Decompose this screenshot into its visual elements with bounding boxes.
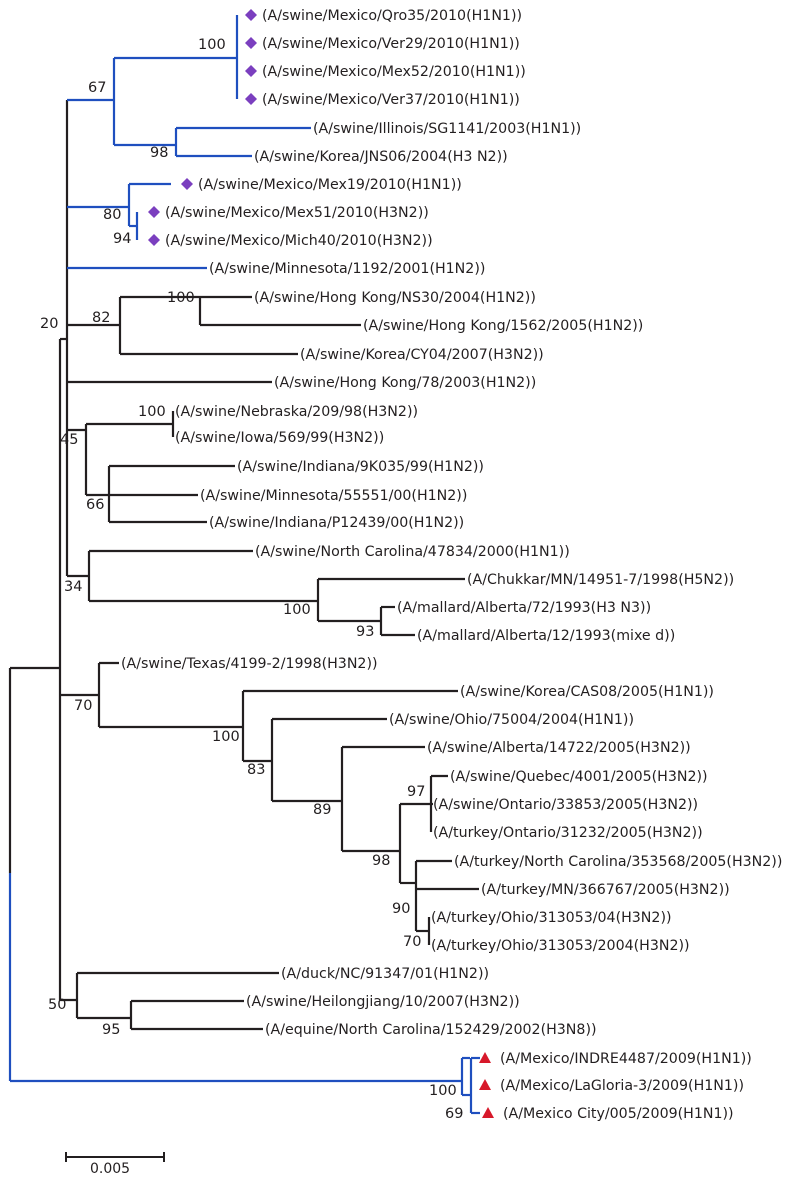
bootstrap-value: 100 bbox=[167, 290, 195, 306]
taxon-label: (A/swine/Mexico/Ver37/2010(H1N1)) bbox=[262, 92, 520, 108]
taxon-label: (A/swine/Minnesota/55551/00(H1N2)) bbox=[200, 488, 467, 504]
bootstrap-value: 82 bbox=[92, 310, 110, 326]
bootstrap-value: 95 bbox=[102, 1022, 120, 1038]
taxon-label: (A/swine/Indiana/9K035/99(H1N2)) bbox=[237, 459, 484, 475]
taxon-label: (A/swine/Mexico/Mex51/2010(H3N2)) bbox=[165, 205, 429, 221]
taxon-label: (A/Mexico City/005/2009(H1N1)) bbox=[503, 1106, 734, 1122]
bootstrap-value: 100 bbox=[283, 602, 311, 618]
diamond-marker-icon bbox=[181, 178, 193, 190]
taxon-label: (A/turkey/Ohio/313053/2004(H3N2)) bbox=[431, 938, 690, 954]
taxon-label: (A/equine/North Carolina/152429/2002(H3N… bbox=[265, 1022, 597, 1038]
triangle-marker-icon bbox=[482, 1107, 494, 1118]
bootstrap-value: 94 bbox=[113, 231, 131, 247]
bootstrap-value: 66 bbox=[86, 497, 104, 513]
bootstrap-value: 90 bbox=[392, 901, 410, 917]
bootstrap-value: 100 bbox=[212, 729, 240, 745]
bootstrap-value: 100 bbox=[429, 1083, 457, 1099]
taxon-label: (A/swine/Illinois/SG1141/2003(H1N1)) bbox=[313, 121, 581, 137]
diamond-marker-icon bbox=[245, 9, 257, 21]
diamond-marker-icon bbox=[245, 65, 257, 77]
taxon-label: (A/swine/Indiana/P12439/00(H1N2)) bbox=[209, 515, 464, 531]
taxon-label: (A/mallard/Alberta/12/1993(mixe d)) bbox=[417, 628, 675, 644]
taxon-label: (A/Mexico/LaGloria-3/2009(H1N1)) bbox=[500, 1078, 744, 1094]
taxon-label: (A/turkey/MN/366767/2005(H3N2)) bbox=[481, 882, 730, 898]
taxon-label: (A/duck/NC/91347/01(H1N2)) bbox=[281, 966, 489, 982]
taxon-label: (A/swine/Alberta/14722/2005(H3N2)) bbox=[427, 740, 691, 756]
taxon-label: (A/swine/North Carolina/47834/2000(H1N1)… bbox=[255, 544, 570, 560]
bootstrap-value: 80 bbox=[103, 207, 121, 223]
taxon-labels: (A/swine/Mexico/Qro35/2010(H1N1)) (A/swin… bbox=[121, 8, 782, 1122]
taxon-label: (A/turkey/Ontario/31232/2005(H3N2)) bbox=[433, 825, 703, 841]
bootstrap-value: 45 bbox=[60, 432, 78, 448]
taxon-label: (A/swine/Korea/CAS08/2005(H1N1)) bbox=[460, 684, 714, 700]
bootstrap-value: 93 bbox=[356, 624, 374, 640]
bootstrap-value: 69 bbox=[445, 1106, 463, 1122]
bootstrap-labels: 100 67 98 80 94 20 82 100 100 45 66 34 100 93 70 100 83 8… bbox=[40, 37, 463, 1122]
diamond-marker-icon bbox=[245, 37, 257, 49]
taxon-label: (A/swine/Korea/JNS06/2004(H3 N2)) bbox=[254, 149, 508, 165]
bootstrap-value: 70 bbox=[403, 934, 421, 950]
taxon-label: (A/swine/Ohio/75004/2004(H1N1)) bbox=[389, 712, 634, 728]
taxon-label: (A/swine/Minnesota/1192/2001(H1N2)) bbox=[209, 261, 485, 277]
diamond-marker-icon bbox=[148, 206, 160, 218]
taxon-label: (A/Mexico/INDRE4487/2009(H1N1)) bbox=[500, 1051, 752, 1067]
taxon-label: (A/swine/Mexico/Mich40/2010(H3N2)) bbox=[165, 233, 433, 249]
bootstrap-value: 67 bbox=[88, 80, 106, 96]
bootstrap-value: 83 bbox=[247, 762, 265, 778]
taxon-label: (A/swine/Ontario/33853/2005(H3N2)) bbox=[433, 797, 698, 813]
taxon-label: (A/swine/Mexico/Ver29/2010(H1N1)) bbox=[262, 36, 520, 52]
triangle-marker-icon bbox=[479, 1079, 491, 1090]
bootstrap-value: 70 bbox=[74, 698, 92, 714]
taxon-label: (A/swine/Heilongjiang/10/2007(H3N2)) bbox=[246, 994, 520, 1010]
taxon-markers bbox=[148, 9, 494, 1118]
taxon-label: (A/swine/Hong Kong/1562/2005(H1N2)) bbox=[363, 318, 643, 334]
bootstrap-value: 34 bbox=[64, 579, 82, 595]
bootstrap-value: 100 bbox=[138, 404, 166, 420]
taxon-label: (A/swine/Mexico/Mex52/2010(H1N1)) bbox=[262, 64, 526, 80]
bootstrap-value: 100 bbox=[198, 37, 226, 53]
taxon-label: (A/swine/Hong Kong/78/2003(H1N2)) bbox=[274, 375, 536, 391]
taxon-label: (A/turkey/Ohio/313053/04(H3N2)) bbox=[431, 910, 672, 926]
bootstrap-value: 97 bbox=[407, 784, 425, 800]
scale-bar-label: 0.005 bbox=[90, 1161, 130, 1177]
diamond-marker-icon bbox=[245, 93, 257, 105]
taxon-label: (A/swine/Korea/CY04/2007(H3N2)) bbox=[300, 347, 544, 363]
taxon-label: (A/swine/Iowa/569/99(H3N2)) bbox=[175, 430, 384, 446]
bootstrap-value: 89 bbox=[313, 802, 331, 818]
bootstrap-value: 98 bbox=[372, 853, 390, 869]
scale-bar: 0.005 bbox=[65, 1152, 165, 1177]
tree-branches bbox=[8, 15, 480, 1115]
taxon-label: (A/mallard/Alberta/72/1993(H3 N3)) bbox=[397, 600, 651, 616]
taxon-label: (A/swine/Nebraska/209/98(H3N2)) bbox=[175, 404, 418, 420]
taxon-label: (A/swine/Mexico/Qro35/2010(H1N1)) bbox=[262, 8, 522, 24]
bootstrap-value: 50 bbox=[48, 997, 66, 1013]
taxon-label: (A/turkey/North Carolina/353568/2005(H3N… bbox=[454, 854, 782, 870]
taxon-label: (A/swine/Hong Kong/NS30/2004(H1N2)) bbox=[254, 290, 536, 306]
taxon-label: (A/swine/Quebec/4001/2005(H3N2)) bbox=[450, 769, 708, 785]
diamond-marker-icon bbox=[148, 234, 160, 246]
bootstrap-value: 98 bbox=[150, 145, 168, 161]
triangle-marker-icon bbox=[479, 1052, 491, 1063]
taxon-label: (A/swine/Texas/4199-2/1998(H3N2)) bbox=[121, 656, 378, 672]
bootstrap-value: 20 bbox=[40, 316, 58, 332]
taxon-label: (A/Chukkar/MN/14951-7/1998(H5N2)) bbox=[467, 572, 734, 588]
taxon-label: (A/swine/Mexico/Mex19/2010(H1N1)) bbox=[198, 177, 462, 193]
